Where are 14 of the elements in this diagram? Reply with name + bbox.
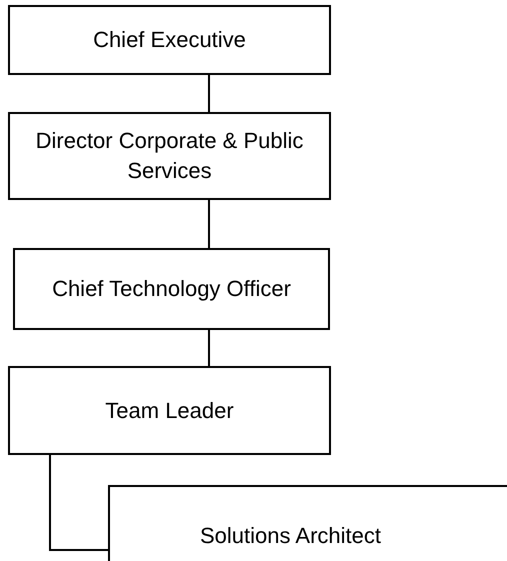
connector-line — [208, 200, 210, 248]
org-box — [8, 366, 331, 455]
connector-line — [208, 330, 210, 366]
connector-line — [208, 75, 210, 112]
org-box — [8, 112, 331, 200]
org-box — [8, 5, 331, 75]
org-box — [108, 485, 507, 561]
role-title: Chief Technology Officer — [52, 275, 291, 303]
role-title: Director Corporate & Public Services — [34, 127, 304, 185]
role-title: Team Leader — [105, 396, 234, 424]
role-title: Chief Executive — [93, 26, 246, 54]
role-title: Solutions Architect — [200, 522, 381, 550]
org-box — [13, 248, 330, 330]
connector-line — [49, 455, 108, 551]
